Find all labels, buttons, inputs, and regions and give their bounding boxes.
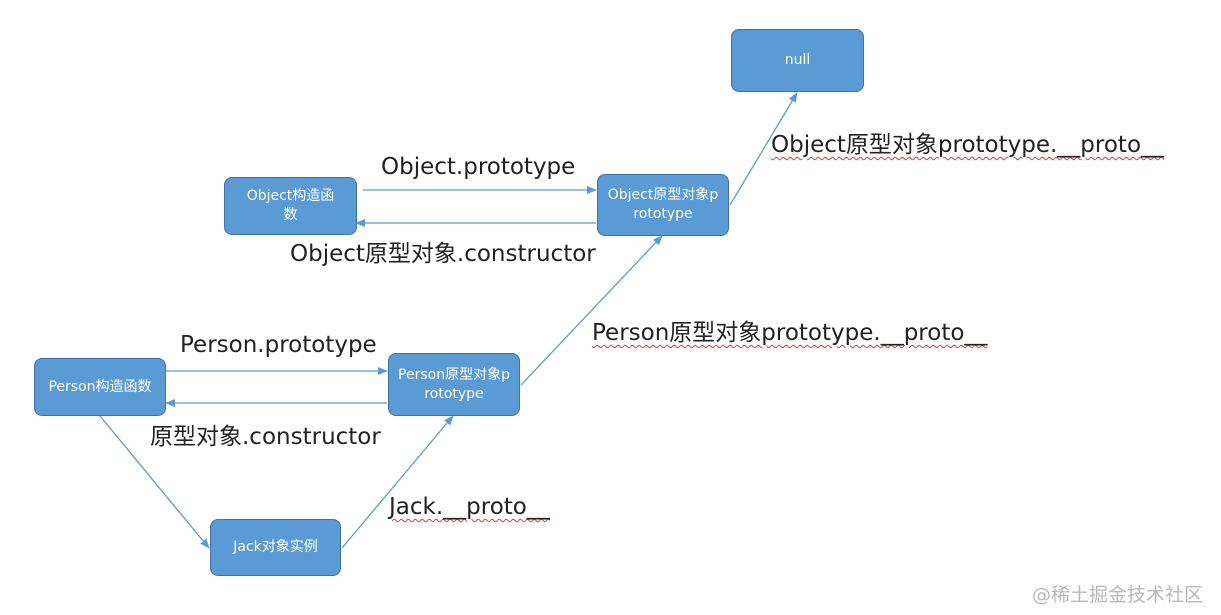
object-constructor-node: Object构造函数 [224, 177, 357, 235]
object-constructor-label: Object构造函数 [246, 188, 335, 223]
null-node-label: null [784, 52, 811, 68]
person-constructor-label: Person构造函数 [48, 378, 152, 395]
person-prototype-label: Person原型对象prototype [398, 366, 510, 402]
person-constructor-node: Person构造函数 [34, 358, 166, 416]
edge-label-person-prototype: Person.prototype [180, 332, 377, 358]
edge-label-object-prototype: Object.prototype [381, 154, 576, 180]
edge-label-jack-proto: Jack.__proto__ [389, 494, 550, 520]
object-prototype-node: Object原型对象prototype [597, 174, 729, 236]
null-node: null [731, 29, 864, 92]
person-prototype-node: Person原型对象prototype [388, 353, 520, 416]
jack-instance-label: Jack对象实例 [233, 539, 318, 555]
arrow-object-proto-to-null [729, 92, 798, 206]
edge-label-object-proto-to-null: Object原型对象prototype.__proto__ [771, 132, 1165, 158]
arrow-new-instance [99, 415, 210, 549]
jack-instance-node: Jack对象实例 [210, 519, 341, 576]
arrow-person-proto-to-object [520, 235, 663, 386]
watermark: @稀土掘金技术社区 [1031, 584, 1203, 606]
edge-label-person-constructor: 原型对象.constructor [150, 424, 381, 450]
object-prototype-label: Object原型对象prototype [607, 187, 719, 222]
arrow-jack-proto [341, 415, 454, 549]
edge-label-person-proto-to-object: Person原型对象prototype.__proto__ [592, 320, 988, 346]
edge-label-object-constructor: Object原型对象.constructor [290, 241, 596, 267]
